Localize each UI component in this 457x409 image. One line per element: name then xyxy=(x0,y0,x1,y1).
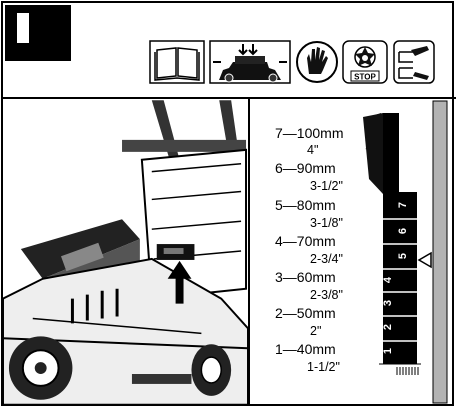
position-pointer-icon xyxy=(417,251,432,269)
height-inch-1: 1-1/2" xyxy=(307,360,340,374)
step-number: 1 xyxy=(17,13,29,43)
scale-digit-1: 1 xyxy=(382,347,395,355)
step-number-badge: 1 xyxy=(5,5,71,61)
scale-digit-7: 7 xyxy=(397,201,410,209)
height-inch-5: 3-1/8" xyxy=(310,216,343,230)
mower-height-lever-illustration xyxy=(3,99,250,406)
scale-digit-5: 5 xyxy=(397,252,410,260)
height-inch-6: 3-1/2" xyxy=(310,179,343,193)
grass-blades-icon xyxy=(363,113,399,194)
height-label-2: 2—50mm xyxy=(275,305,336,321)
height-inch-3: 2-3/8" xyxy=(310,288,343,302)
blade-stop-icon: STOP xyxy=(342,40,388,84)
read-manual-icon xyxy=(149,40,205,84)
gloves-icon xyxy=(296,41,338,83)
height-label-5: 5—80mm xyxy=(275,197,336,213)
height-label-3: 3—60mm xyxy=(275,269,336,285)
height-label-1: 1—40mm xyxy=(275,341,336,357)
scale-digit-4: 4 xyxy=(382,276,395,284)
height-label-4: 4—70mm xyxy=(275,233,336,249)
height-label-6: 6—90mm xyxy=(275,160,336,176)
height-scale-graphic xyxy=(363,100,448,404)
switch-off-icon xyxy=(393,40,435,84)
scale-digit-2: 2 xyxy=(382,323,395,331)
scale-digit-3: 3 xyxy=(382,299,395,307)
height-label-7: 7—100mm xyxy=(275,125,344,141)
header-bar: 1 xyxy=(3,3,456,99)
height-inch-7: 4" xyxy=(307,143,319,157)
height-inch-4: 2-3/4" xyxy=(310,252,343,266)
scale-digit-6: 6 xyxy=(397,227,410,235)
cutting-height-scale: 7 6 5 4 3 2 1 7—100mm 4" 6—90mm 3-1/2" 5… xyxy=(251,99,454,406)
mower-check-icon xyxy=(209,40,291,84)
height-inch-2: 2" xyxy=(310,324,322,338)
stop-label: STOP xyxy=(354,73,376,82)
